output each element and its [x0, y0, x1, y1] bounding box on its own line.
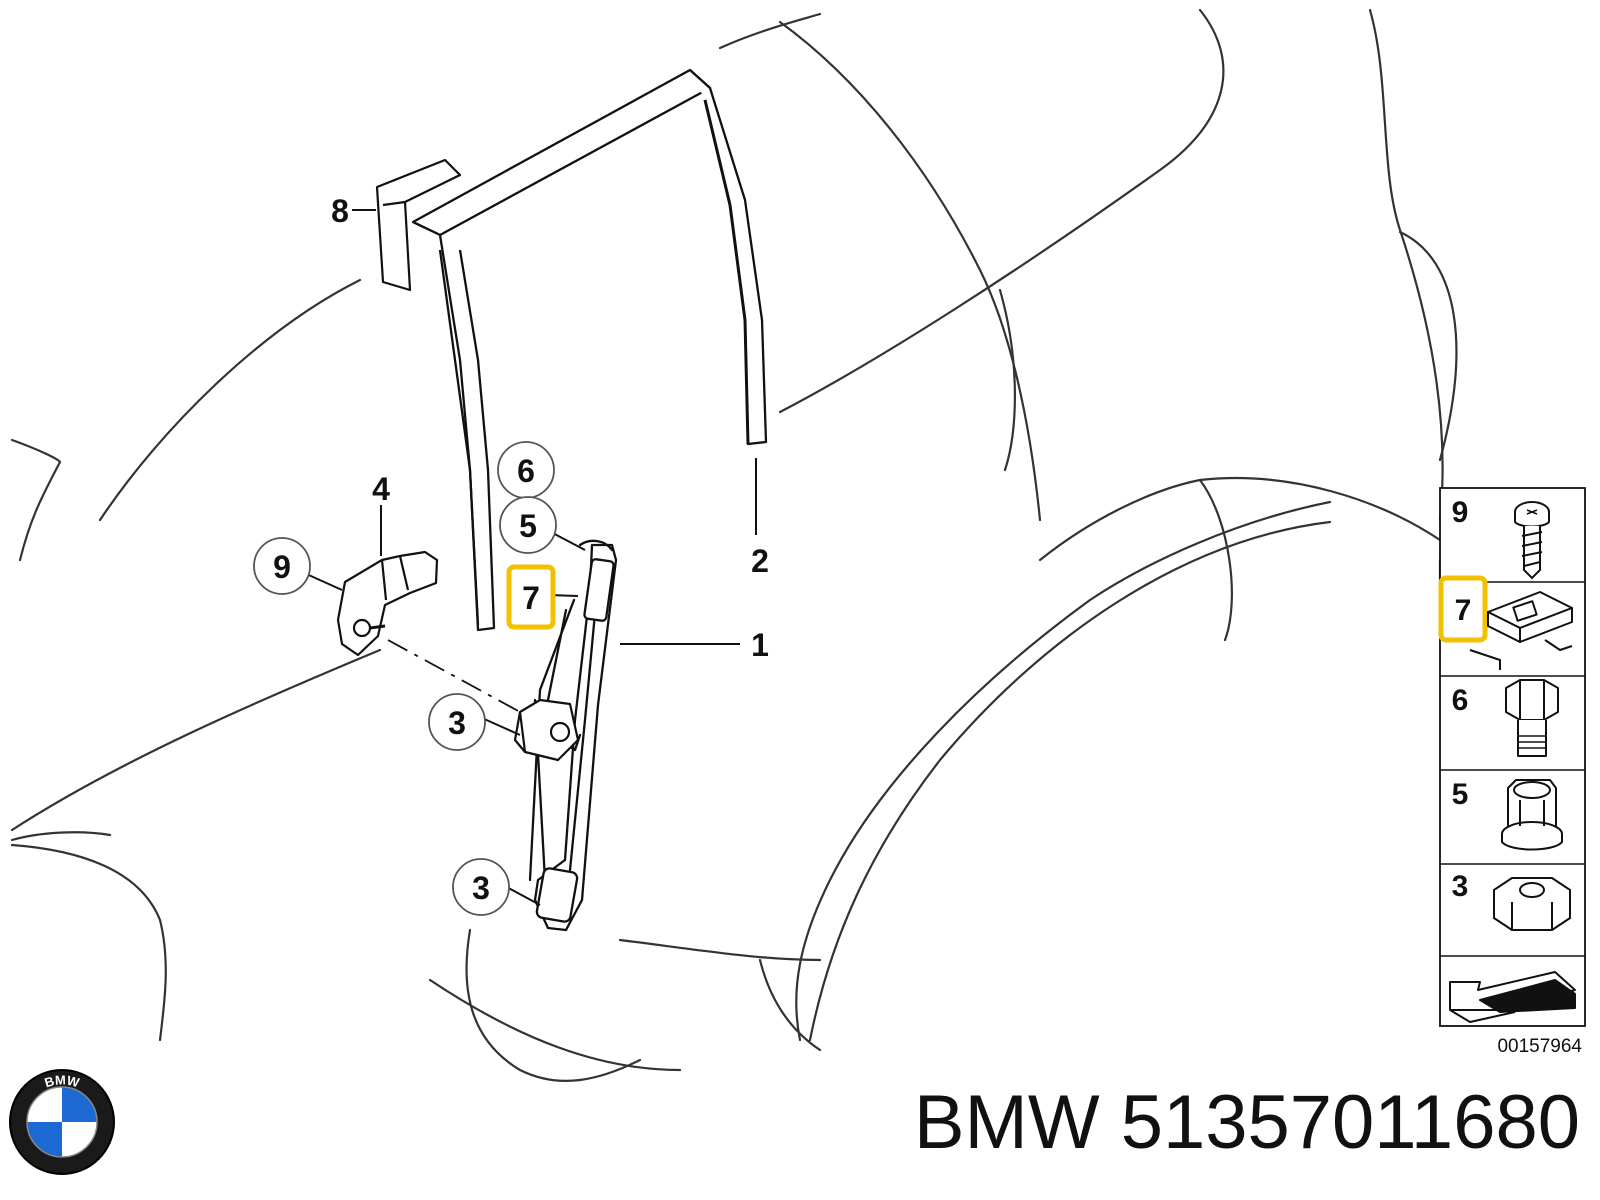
callout-4: 4: [372, 471, 390, 507]
legend-label-6: 6: [1452, 684, 1469, 717]
callout-3-upper: 3: [448, 705, 466, 741]
dashed-alignment-line: [387, 639, 521, 713]
direction-arrow-icon: [1449, 971, 1576, 1023]
callout-5: 5: [519, 508, 537, 544]
bmw-logo-icon: BMW: [9, 1069, 115, 1175]
legend-label-5: 5: [1452, 778, 1469, 811]
car-body-outline: [10, 8, 1458, 1082]
callout-circles: [253, 441, 557, 916]
diagram-number: 00157964: [1497, 1036, 1582, 1057]
flange-nut-icon: [1501, 779, 1563, 851]
screw-icon: [1514, 501, 1550, 580]
callout-6: 6: [517, 453, 535, 489]
callout-3-lower: 3: [472, 870, 490, 906]
callout-8: 8: [331, 193, 349, 229]
regulator-drive-unit: [513, 698, 580, 762]
callout-7-highlight: [506, 564, 556, 630]
legend-label-3: 3: [1452, 870, 1469, 903]
part-4-window-motor: [336, 550, 439, 657]
part-title: BMW 51357011680: [820, 1068, 1580, 1178]
legend-label-7: 7: [1455, 594, 1472, 627]
clip-nut-icon: [1469, 591, 1573, 670]
part-number: 51357011680: [1120, 1080, 1580, 1165]
window-run-channel: [411, 68, 768, 632]
svg-text:BMW: BMW: [43, 1072, 82, 1090]
callout-9: 9: [273, 549, 291, 585]
legend-label-9: 9: [1452, 496, 1469, 529]
fastener-legend: 9 7 6 5: [1438, 487, 1586, 1057]
callout-2: 2: [751, 543, 769, 579]
callout-7: 7: [522, 580, 540, 616]
hex-nut-icon: [1493, 877, 1571, 931]
hex-bolt-icon: [1505, 679, 1559, 757]
brand-name: BMW: [913, 1080, 1100, 1165]
part-8-trim-cover: [375, 158, 462, 292]
callout-1: 1: [751, 627, 769, 663]
leader-3a: [481, 717, 521, 736]
legend-7-highlight: [1438, 575, 1488, 643]
